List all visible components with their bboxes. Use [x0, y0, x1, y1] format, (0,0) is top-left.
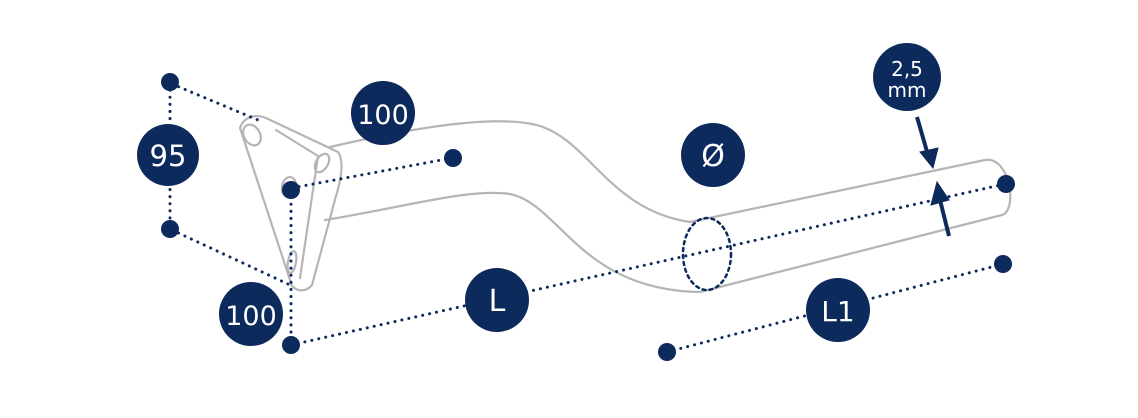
badge-diameter-text: Ø [701, 139, 725, 174]
slot-top-right [313, 152, 331, 174]
length-dim-line [289, 182, 1007, 347]
l1-dim-line [665, 262, 1005, 354]
badge-top-width: 100 [351, 81, 415, 145]
plate-hole-dot [282, 181, 300, 199]
bottom-width-dot [282, 336, 300, 354]
badge-l1-text: L1 [821, 295, 854, 328]
badge-length: L [465, 268, 529, 332]
badge-top-width-text: 100 [357, 100, 409, 131]
l1-end-dot [994, 255, 1012, 273]
plate-fold-line [274, 128, 320, 280]
tube-lower-edge [323, 191, 1004, 294]
bracket-part [238, 115, 1012, 294]
badge-height-text: 95 [150, 139, 187, 173]
badge-bottom-width: 100 [219, 282, 283, 346]
slot-bottom [286, 250, 298, 274]
badge-thickness-value: 2,5 [891, 57, 923, 81]
badge-thickness: 2,5 mm [873, 43, 941, 111]
thickness-arrows [915, 116, 951, 237]
height-ext-top [170, 82, 260, 122]
slot-top-left [242, 123, 262, 147]
thickness-arrow-top-shaft [915, 116, 930, 156]
mounting-slots [242, 123, 331, 274]
top-width-dim-line [290, 156, 454, 190]
badge-bottom-width-text: 100 [225, 301, 277, 332]
thickness-arrow-bottom-shaft [938, 199, 951, 237]
badge-length-text: L [489, 284, 506, 319]
badge-thickness-unit: mm [888, 78, 927, 102]
dimension-badges: 95 100 100 Ø L L1 2,5 mm [137, 43, 941, 346]
height-top-dot [161, 73, 179, 91]
l1-start-dot [658, 343, 676, 361]
tube-upper-edge [328, 120, 987, 224]
mounting-plate [238, 115, 343, 292]
height-ext-bottom [170, 228, 292, 287]
dimension-lines [168, 81, 1007, 354]
length-end-dot [997, 175, 1015, 193]
height-bottom-dot [161, 220, 179, 238]
thickness-arrow-top-head [919, 147, 939, 170]
top-width-dot [444, 149, 462, 167]
badge-height: 95 [137, 124, 199, 186]
thickness-arrow-bottom-head [930, 180, 950, 206]
tube-cross-section [681, 216, 733, 292]
dimension-endpoints [161, 73, 1015, 361]
badge-diameter: Ø [681, 123, 745, 187]
badge-l1: L1 [806, 278, 870, 342]
